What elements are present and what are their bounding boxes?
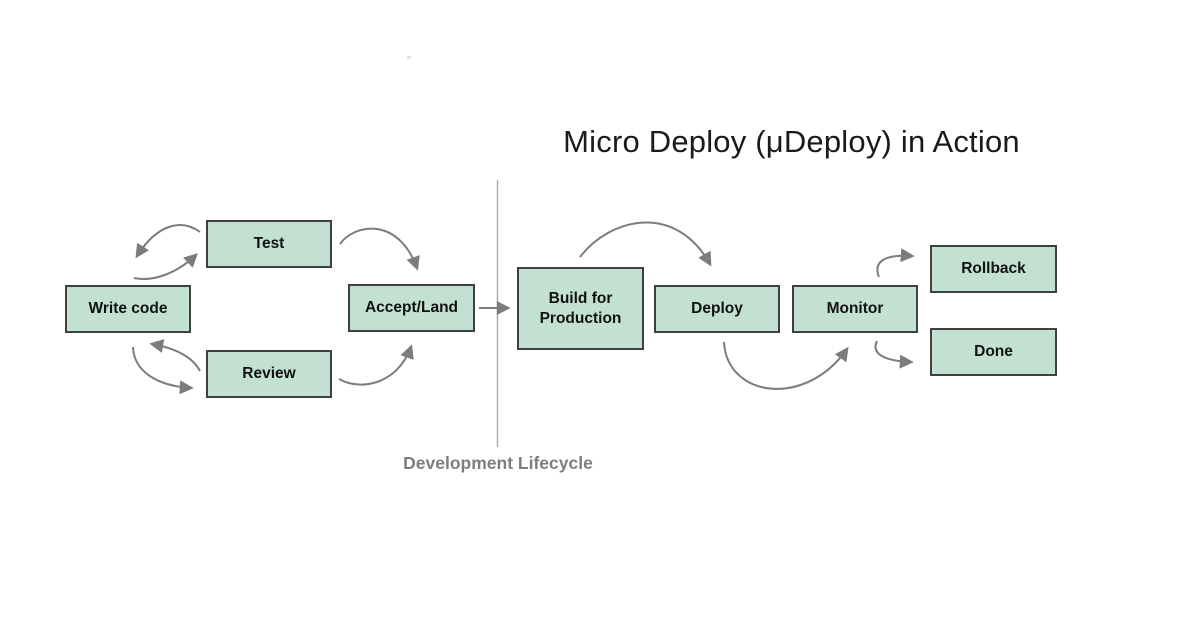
arrow-test-to-accept-land [339,227,420,271]
node-review: Review [206,350,332,398]
arrow-write-code-to-review [132,346,194,395]
arrow-test-to-write-code [135,224,201,259]
arrow-monitor-to-done [874,340,914,369]
node-build-production: Build for Production [517,267,644,350]
node-done: Done [930,328,1057,376]
node-test: Test [206,220,332,268]
node-monitor: Monitor [792,285,918,333]
node-write-code: Write code [65,285,191,333]
arrow-review-to-accept-land [338,344,414,386]
page-title: Micro Deploy (μDeploy) in Action [563,124,1020,159]
arrow-deploy-to-monitor [723,341,849,390]
arrow-review-to-write-code [149,339,201,372]
arrow-write-code-to-test [133,253,199,280]
node-rollback: Rollback [930,245,1057,293]
arrow-monitor-to-rollback [876,248,915,278]
node-deploy: Deploy [654,285,780,333]
speck-artifact [407,56,411,59]
node-accept-land: Accept/Land [348,284,475,332]
divider-label: Development Lifecycle [403,453,593,473]
arrow-build-to-deploy [579,221,712,267]
